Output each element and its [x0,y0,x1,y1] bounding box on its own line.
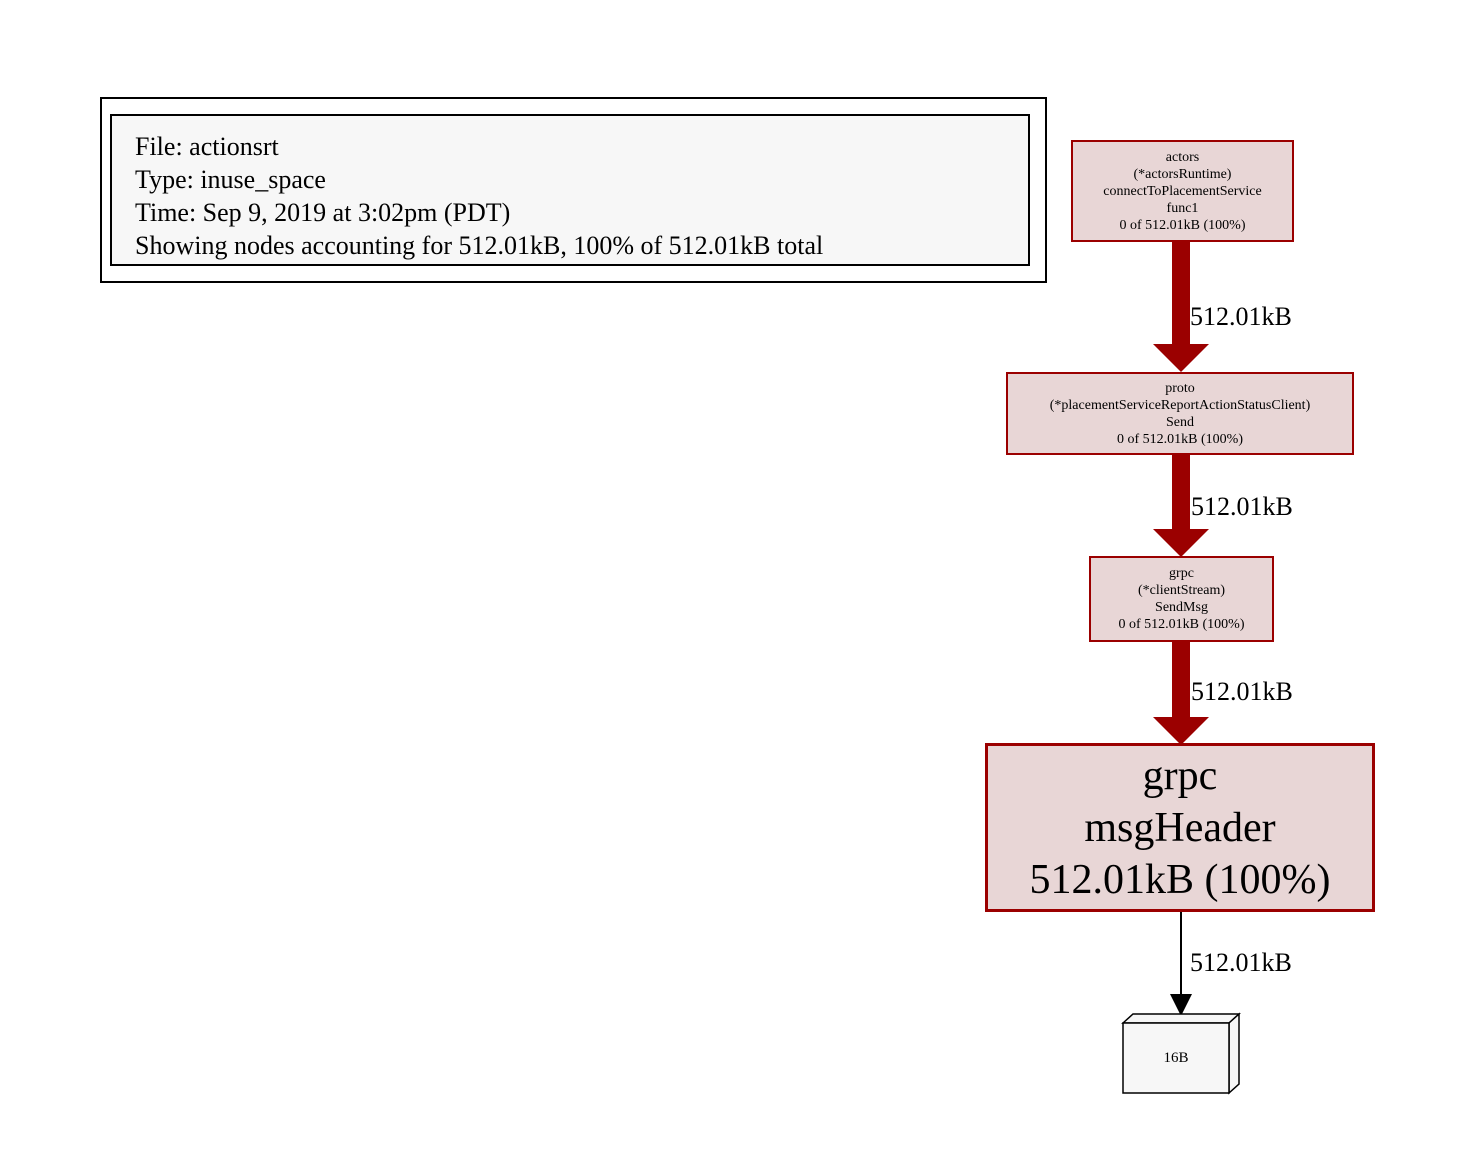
edge-actors-to-proto [1153,241,1209,372]
node-line: (*clientStream) [1137,583,1226,598]
edge-weight-label: 512.01kB [1190,302,1292,331]
node-line: actors [1165,149,1200,165]
edge-clientstream-to-msgheader [1153,641,1209,745]
node-line: func1 [1166,200,1199,216]
node-proto-Send[interactable]: proto (*placementServiceReportActionStat… [1006,372,1354,455]
edge-weight-label: 512.01kB [1191,677,1293,706]
legend-file: File: actionsrt [135,132,279,161]
legend-box: File: actionsrt Type: inuse_space Time: … [110,114,1030,266]
edge-weight-label: 512.01kB [1190,948,1292,977]
node-line: SendMsg [1155,600,1208,615]
node-line: grpc [1169,566,1194,581]
legend-time: Time: Sep 9, 2019 at 3:02pm (PDT) [135,198,511,227]
node-line: 0 of 512.01kB (100%) [1119,217,1246,233]
leaf-box3d-shape[interactable] [1121,1012,1241,1095]
legend-type: Type: inuse_space [135,165,326,194]
node-line: grpc [1142,752,1218,799]
node-line: connectToPlacementService [1103,183,1262,199]
edge-msgheader-to-leaf [1170,911,1192,1016]
node-line: msgHeader [1084,804,1276,851]
node-line: 16B [1163,1049,1189,1066]
node-actors-connectToPlacementService-func1[interactable]: actors (*actorsRuntime) connectToPlaceme… [1071,140,1294,242]
node-line: 0 of 512.01kB (100%) [1117,431,1243,447]
node-leaf-16B[interactable]: 16B [1123,1023,1229,1093]
node-line: Send [1166,414,1194,430]
node-line: 0 of 512.01kB (100%) [1118,617,1245,632]
edge-proto-to-clientstream [1153,454,1209,557]
edge-weight-label: 512.01kB [1191,492,1293,521]
node-grpc-clientStream-SendMsg[interactable]: grpc (*clientStream) SendMsg 0 of 512.01… [1089,556,1274,642]
node-line: (*placementServiceReportActionStatusClie… [1049,397,1311,413]
legend-summary: Showing nodes accounting for 512.01kB, 1… [135,231,824,260]
node-line: proto [1165,380,1195,396]
node-line: (*actorsRuntime) [1133,166,1232,182]
node-grpc-msgHeader[interactable]: grpc msgHeader 512.01kB (100%) [985,743,1375,912]
node-line: 512.01kB (100%) [1029,856,1331,903]
